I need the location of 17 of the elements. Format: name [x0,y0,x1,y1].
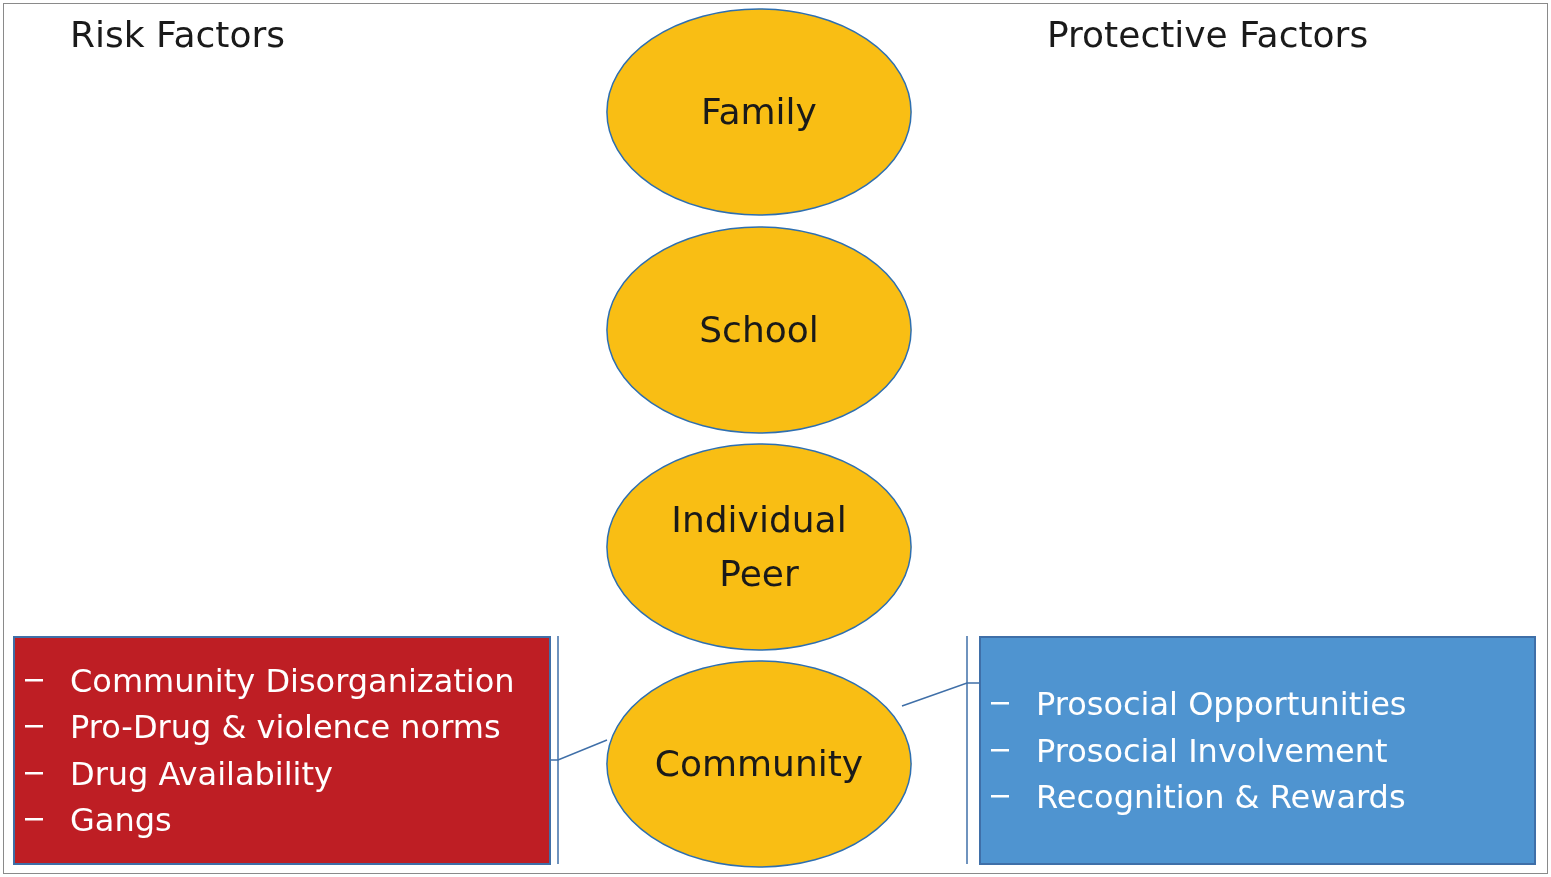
list-item: Prosocial Involvement [1036,730,1388,771]
list-item: Gangs [70,800,172,841]
list-item: Pro-Drug & violence norms [70,707,501,748]
factor-list-box [979,636,1536,865]
oval-label: Family [701,90,817,134]
list-item: Drug Availability [70,753,333,794]
connector-line [901,682,980,707]
list-item: Community Disorganization [70,660,515,701]
list-item: Prosocial Opportunities [1036,684,1407,724]
factor-list-box [13,636,551,865]
connector-line [550,739,608,761]
oval-label: School [699,308,819,352]
oval-label: Community [654,742,864,786]
list-item: Recognition & Rewards [1036,777,1406,817]
oval-label: Individual Peer [670,498,848,596]
section-heading: Risk Factors [70,14,285,55]
section-heading: Protective Factors [1047,14,1369,55]
